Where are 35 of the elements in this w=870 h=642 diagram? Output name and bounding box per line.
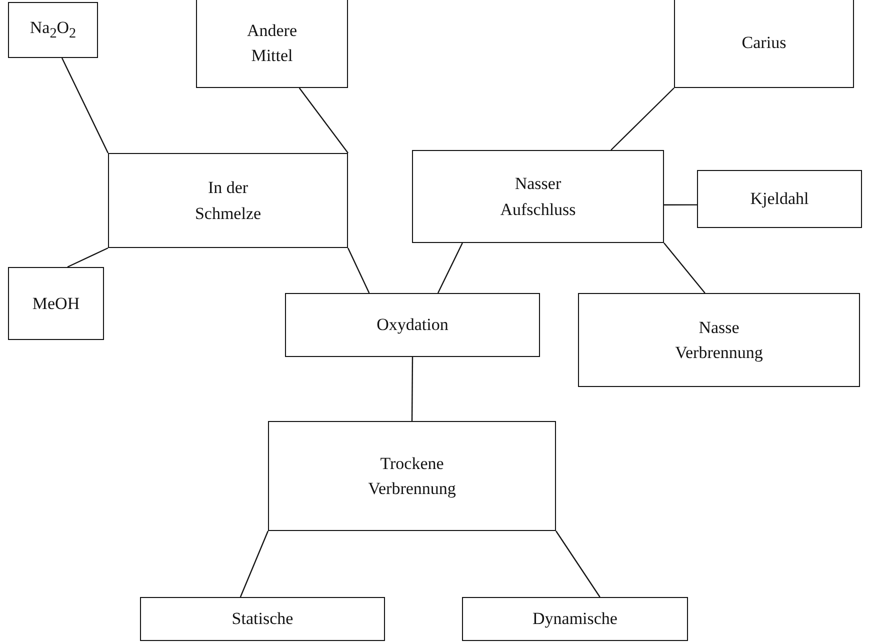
method-box (108, 153, 348, 248)
method-box (268, 421, 556, 531)
connector-line (347, 248, 370, 294)
node-label: Carius (742, 32, 786, 54)
connector-line (411, 357, 414, 421)
method-box (8, 267, 104, 340)
connector-line (240, 530, 269, 598)
node-label: Trockene Verbrennung (367, 452, 457, 500)
method-box (8, 2, 98, 58)
method-box (578, 293, 860, 387)
connector-line (556, 530, 600, 598)
node-label: Dynamische (532, 608, 618, 630)
method-box (285, 293, 540, 357)
connector-line (664, 242, 706, 294)
node-label: Andere Mittel (246, 20, 298, 67)
method-box (697, 170, 862, 228)
node-label: MeOH (32, 292, 80, 315)
method-box (674, 0, 854, 88)
connector-line (61, 58, 109, 154)
connector-line (610, 88, 674, 150)
node-label: Na$_{2}$O$_{2}$ (30, 17, 76, 44)
method-box (140, 597, 385, 641)
method-box (196, 0, 348, 88)
method-box (412, 150, 664, 243)
connector-line (298, 88, 348, 154)
node-label: Nasser Aufschluss (499, 173, 577, 220)
node-label: Kjeldahl (750, 188, 809, 210)
node-label: In der Schmelze (194, 177, 262, 224)
node-label: Statische (232, 608, 294, 630)
connector-line (664, 204, 697, 206)
method-box (462, 597, 688, 641)
connector-line (437, 242, 463, 294)
node-label: Oxydation (376, 314, 448, 336)
connector-line (67, 247, 108, 268)
node-label: Nasse Verbrennung (674, 316, 764, 364)
